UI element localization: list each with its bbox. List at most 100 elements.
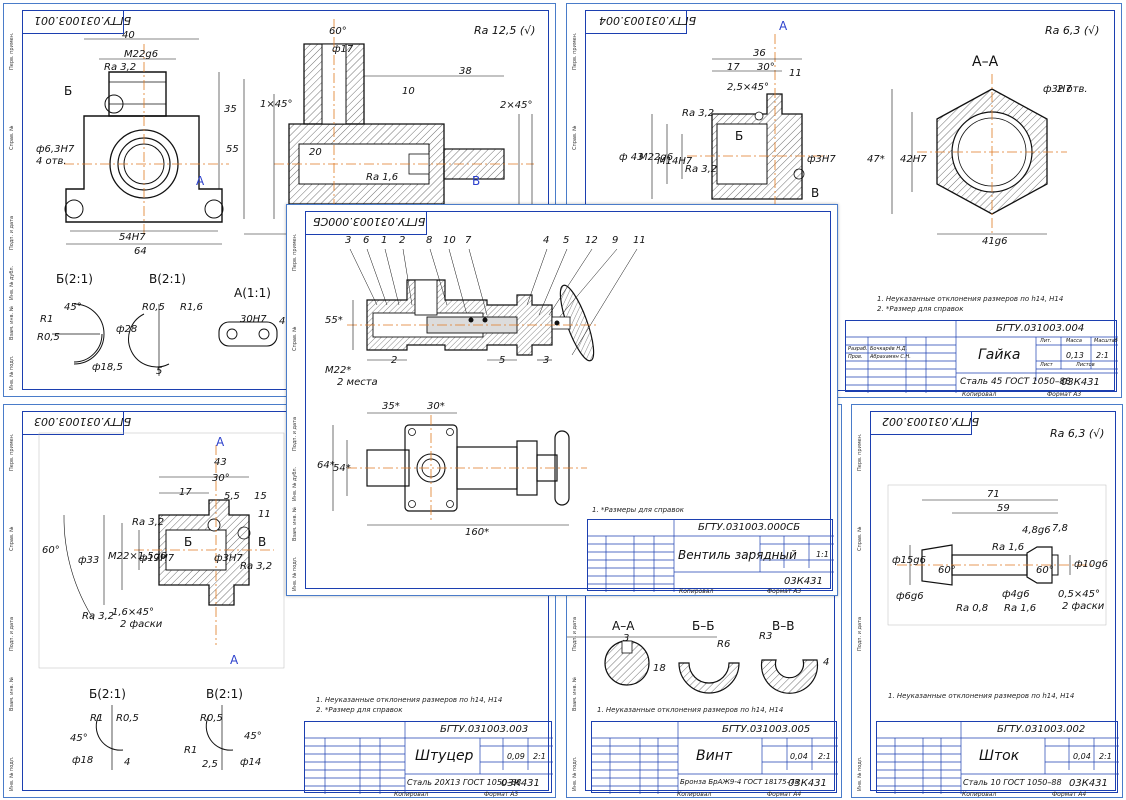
pos-10: 10 [443, 235, 456, 246]
part-drawing-005 [567, 636, 819, 694]
dim-45: 45° [70, 733, 88, 744]
roughness-mark: Ra 12,5 (√) [474, 24, 536, 37]
part-name: Штуцер [415, 748, 474, 764]
dim-59: 59 [997, 503, 1010, 514]
dim-45b: 45° [244, 731, 262, 742]
drawing-frame [870, 411, 1116, 791]
dim-chamfer: 2×45° [500, 100, 533, 111]
dim-ra32b: Ra 3,2 [685, 164, 718, 175]
material: Сталь 10 ГОСТ 1050–88 [963, 778, 1062, 787]
pos-9: 9 [612, 235, 619, 246]
dim-48: 4,8g6 [1022, 525, 1051, 536]
drawing-sheet-001[interactable]: Перв. примен. Справ. № Подп. и дата Инв.… [3, 3, 556, 397]
pos-1: 1 [381, 235, 388, 246]
scale: 2:1 [1099, 752, 1112, 761]
dim-38: 38 [459, 66, 472, 77]
pos-11: 11 [633, 235, 646, 246]
head-mass: Масса [1066, 338, 1082, 344]
person-dev: Бочкарёв Н.Д. [870, 346, 908, 352]
dim-36: 36 [753, 48, 766, 59]
dim-42: 42H7 [900, 154, 927, 165]
mass: 0,09 [507, 752, 525, 761]
dim-chamfer: 2,5×45° [727, 82, 770, 93]
role-check: Пров. [848, 354, 863, 360]
dim-43: ф 43 [619, 152, 644, 163]
view-title-v: В(2:1) [149, 272, 186, 286]
dim-64: 64* [317, 460, 335, 471]
title-block-000: БГТУ.031003.000СБ Вентиль зарядный 03К43… [587, 519, 834, 592]
dim-64: 64 [134, 246, 147, 257]
dim-4: 4 [823, 657, 830, 668]
dim-k: 4 [279, 316, 286, 327]
dim-17: 17 [727, 62, 740, 73]
dim-47: 47* [867, 154, 885, 165]
pos-8: 8 [426, 235, 433, 246]
dim-60: 60° [938, 565, 956, 576]
title-block-grid [588, 520, 834, 592]
copied-label: Копировал [394, 791, 429, 798]
roughness-mark: Ra 6,3 (√) [1050, 427, 1105, 440]
dim-r3: R3 [759, 631, 773, 642]
dim-r1b: R1 [184, 745, 198, 756]
dim-r1: R1 [90, 713, 104, 724]
dim-25: 2,5 [202, 759, 218, 770]
scale: 2:1 [533, 752, 546, 761]
title-block-grid [846, 321, 1118, 393]
dim-78: 7,8 [1052, 523, 1068, 534]
group: 03К431 [788, 778, 827, 789]
part-drawing-004 [651, 34, 1067, 235]
part-name: Шток [979, 748, 1020, 764]
drawing-sheet-002[interactable]: Перв. примен. Справ. № Подп. и дата Инв.… [851, 404, 1123, 798]
dim-ra32: Ra 3,2 [132, 517, 165, 528]
dim-60: 60° [329, 26, 347, 37]
dim-60: 60° [42, 545, 60, 556]
dim-18: ф18 [72, 755, 94, 766]
format-label: Формат А3 [1047, 391, 1082, 398]
part-drawing-001 [52, 19, 534, 376]
dim-55: 55* [325, 315, 343, 326]
dim-ra32b: Ra 3,2 [240, 561, 273, 572]
copied-label: Копировал [677, 791, 712, 798]
dim-160: 160* [465, 527, 490, 538]
title-docno: БГТУ.031003.003 [440, 724, 529, 735]
pos-6: 6 [363, 235, 370, 246]
view-title-b: Б(2:1) [56, 272, 93, 286]
dim-11: 11 [789, 68, 802, 79]
group: 03К431 [1061, 377, 1100, 388]
note-1: 1. Неуказанные отклонения размеров по h1… [877, 295, 1064, 303]
dim-35: 35* [382, 401, 400, 412]
dim-m22: M22g6 [639, 152, 674, 163]
dim-43: 43 [214, 457, 227, 468]
drawing-sheet-003[interactable]: Перв. примен. Справ. № Подп. и дата Взам… [3, 404, 556, 798]
group: 03К431 [784, 576, 823, 587]
view-letter-b: Б [184, 535, 193, 549]
section-title: А–А [972, 54, 999, 70]
dim-30: 30° [757, 62, 775, 73]
pos-4: 4 [543, 235, 550, 246]
dim-20: 20 [309, 147, 322, 158]
dim-5: 5 [499, 355, 506, 366]
dim-r6: R6 [717, 639, 731, 650]
dim-54: 54H7 [119, 232, 146, 243]
format-label: Формат А4 [1052, 791, 1087, 798]
dim-ra16: Ra 1,6 [992, 542, 1025, 553]
drawing-frame [585, 10, 1115, 391]
dim-35: 35 [224, 104, 237, 115]
title-block-003: БГТУ.031003.003 Штуцер Сталь 20Х13 ГОСТ … [304, 721, 553, 794]
dim-18: 18 [653, 663, 666, 674]
dim-m22: M22* [325, 365, 352, 376]
dim-41: 41g6 [982, 236, 1008, 247]
role-dev: Разраб. [848, 346, 868, 352]
view-title-b: Б(2:1) [89, 687, 126, 701]
title-docno: БГТУ.031003.000СБ [698, 522, 801, 533]
dim-2: 2 [391, 355, 398, 366]
dim-ra16: Ra 1,6 [366, 172, 399, 183]
dim-11: 11 [258, 509, 271, 520]
dim-40: 40 [122, 30, 135, 41]
title-block-002: БГТУ.031003.002 Шток Сталь 10 ГОСТ 1050–… [876, 721, 1119, 794]
pos-7: 7 [465, 235, 472, 246]
format-label: Формат А4 [767, 791, 802, 798]
head-lit: Лит. [1040, 338, 1052, 344]
dim-30: 30* [427, 401, 445, 412]
drawing-sheet-assembly[interactable]: Перв. примен. Справ. № Подп. и дата Инв.… [286, 204, 838, 596]
